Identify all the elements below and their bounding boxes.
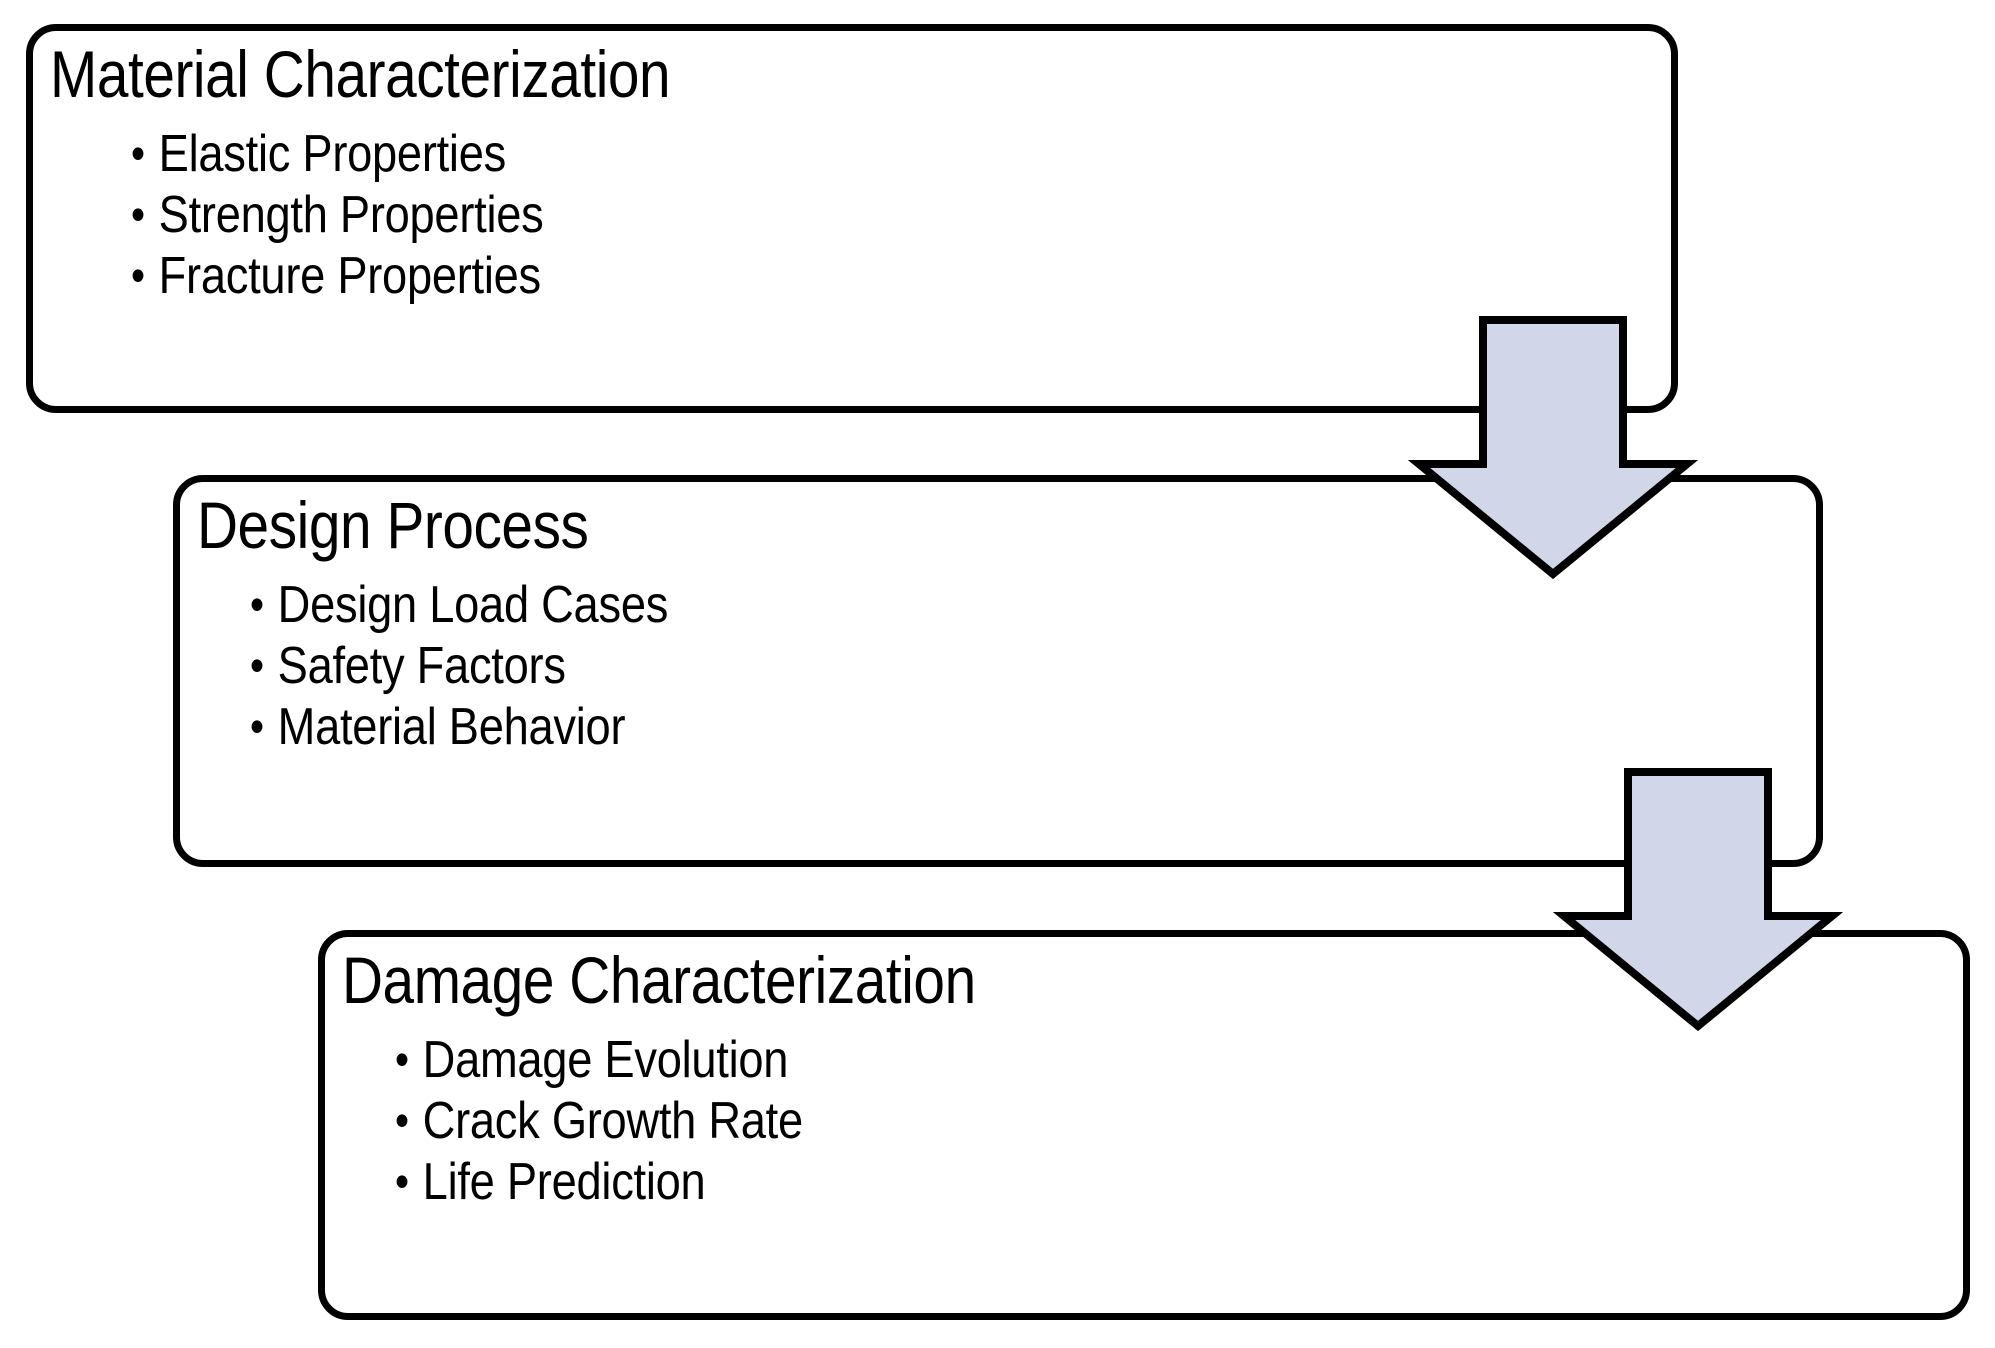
bullet-icon: •: [250, 639, 264, 691]
bullet-icon: •: [395, 1033, 409, 1085]
list-item-label: Crack Growth Rate: [422, 1092, 803, 1150]
stage-title-material-characterization: Material Characterization: [50, 37, 671, 111]
bullet-icon: •: [395, 1094, 409, 1146]
list-item: •Material Behavior: [250, 701, 668, 753]
list-item-label: Design Load Cases: [277, 576, 669, 634]
list-item-label: Material Behavior: [277, 698, 626, 756]
list-item: •Strength Properties: [131, 189, 544, 241]
bullet-icon: •: [250, 578, 264, 630]
bullet-icon: •: [131, 127, 145, 179]
list-item-label: Strength Properties: [158, 186, 544, 244]
list-item: •Life Prediction: [395, 1156, 803, 1208]
stage-list-design-process: •Design Load Cases •Safety Factors •Mate…: [250, 579, 731, 762]
stage-title-design-process: Design Process: [197, 488, 589, 562]
bullet-icon: •: [131, 188, 145, 240]
bullet-icon: •: [395, 1155, 409, 1207]
list-item: •Fracture Properties: [131, 250, 544, 302]
list-item-label: Safety Factors: [277, 637, 566, 695]
list-item: •Elastic Properties: [131, 128, 544, 180]
list-item-label: Life Prediction: [422, 1153, 706, 1211]
stage-title-damage-characterization: Damage Characterization: [342, 943, 976, 1017]
bullet-icon: •: [250, 700, 264, 752]
stage-list-material-characterization: •Elastic Properties •Strength Properties…: [131, 128, 605, 311]
list-item: •Design Load Cases: [250, 579, 668, 631]
list-item-label: Elastic Properties: [158, 125, 507, 183]
stage-list-damage-characterization: •Damage Evolution •Crack Growth Rate •Li…: [395, 1034, 864, 1217]
list-item: •Damage Evolution: [395, 1034, 803, 1086]
list-item: •Safety Factors: [250, 640, 668, 692]
stage-box-material-characterization[interactable]: [26, 24, 1678, 413]
list-item-label: Fracture Properties: [158, 247, 542, 305]
list-item-label: Damage Evolution: [422, 1031, 789, 1089]
bullet-icon: •: [131, 249, 145, 301]
list-item: •Crack Growth Rate: [395, 1095, 803, 1147]
